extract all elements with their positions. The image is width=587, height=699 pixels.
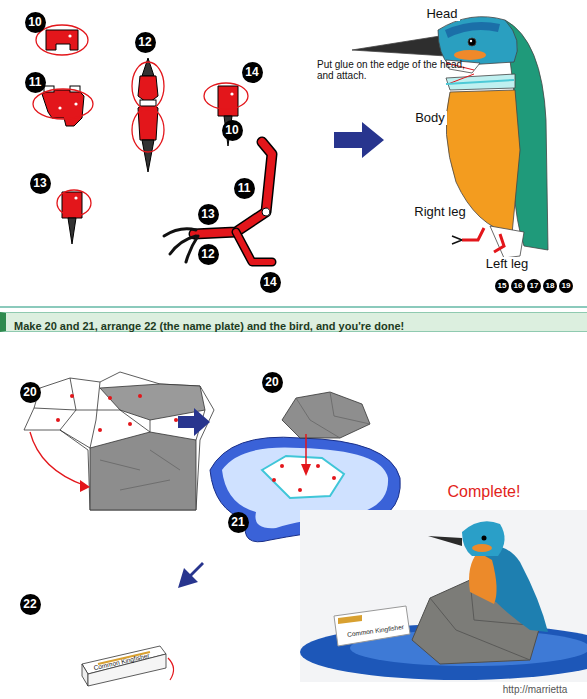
fold-loops (33, 25, 248, 216)
callout-number: 14 (242, 62, 263, 83)
step-number: 17 (527, 279, 541, 293)
rock-piece (282, 392, 370, 438)
callout-number: 21 (228, 512, 249, 533)
divider (0, 306, 587, 308)
banner-text: Make 20 and 21, arrange 22 (the name pla… (14, 320, 404, 332)
callout-number: 22 (20, 594, 41, 615)
fold-arrowhead (80, 480, 90, 492)
callout-number: 20 (262, 372, 283, 393)
callout-number: 12 (198, 244, 219, 265)
callout-number: 13 (30, 173, 51, 194)
callout-number: 12 (135, 32, 156, 53)
step-number: 15 (495, 279, 509, 293)
callout-number: 10 (222, 120, 243, 141)
step-number: 16 (511, 279, 525, 293)
part-name: Body (413, 111, 447, 126)
fold-arrow (168, 658, 174, 680)
step-number: 19 (559, 279, 573, 293)
fold-arrow (30, 432, 86, 486)
callout-number: 11 (234, 178, 255, 199)
place-arrowhead (301, 464, 311, 476)
part-name: Head (424, 7, 459, 22)
callout-number: 13 (198, 204, 219, 225)
watermark: http://marrietta (501, 684, 569, 696)
callout-number: 10 (25, 12, 46, 33)
kingfisher-model (352, 17, 548, 258)
instruction-note: Put glue on the edge of the head, and at… (317, 59, 467, 82)
step-arrow (334, 122, 384, 158)
paper-parts (42, 30, 238, 244)
callout-number: 14 (260, 272, 281, 293)
callout-number: 11 (25, 72, 46, 93)
part-name: Right leg (412, 205, 467, 220)
step-arrow (178, 562, 204, 588)
rock-net (24, 372, 214, 510)
leg-assembly (164, 142, 272, 262)
step-arrow (178, 408, 210, 436)
name-plate-model (82, 646, 166, 686)
instruction-banner: Make 20 and 21, arrange 22 (the name pla… (0, 312, 587, 332)
step-number: 18 (543, 279, 557, 293)
completed-photo (300, 510, 587, 682)
status-text: Complete! (448, 483, 521, 501)
callout-number: 20 (20, 382, 41, 403)
part-name: Left leg (484, 257, 531, 272)
